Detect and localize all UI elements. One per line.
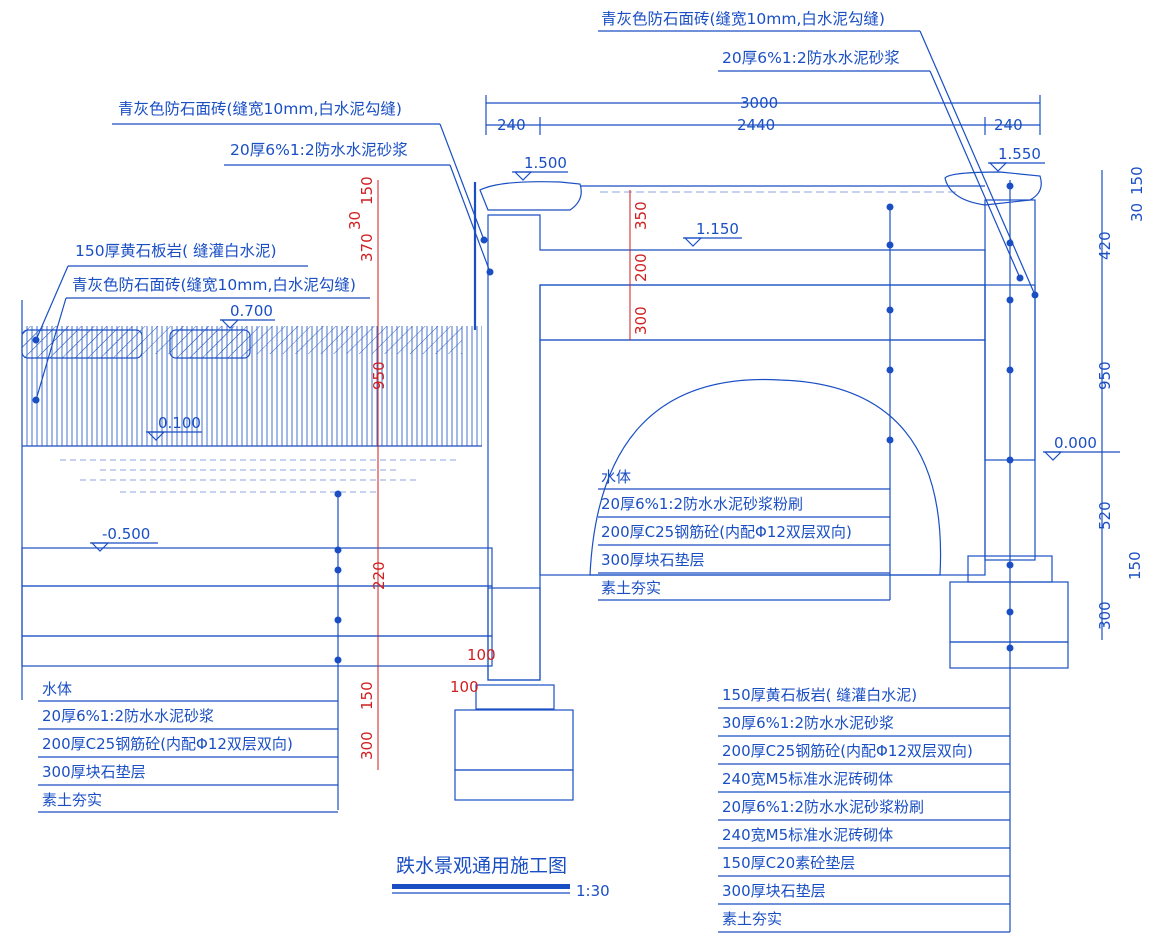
left-dimensions: 30 150 370 950 220 150 300 350 200 300 bbox=[346, 176, 650, 770]
callouts: 青灰色防石面砖(缝宽10mm,白水泥勾缝) 20厚6%1:2防水水泥砂浆 青灰色… bbox=[35, 10, 1036, 401]
legend-right-6: 150厚C20素砼垫层 bbox=[722, 854, 855, 872]
dim-left-150b: 150 bbox=[358, 681, 376, 710]
legend-left-3: 300厚块石垫层 bbox=[42, 763, 146, 781]
right-dimensions: 30 150 420 950 520 150 300 100 100 bbox=[450, 166, 1146, 696]
dim-right-150: 150 bbox=[1128, 166, 1146, 195]
dim-top-total: 3000 bbox=[740, 94, 778, 112]
dim-found-100b: 100 bbox=[450, 678, 479, 696]
elev-0000: 0.000 bbox=[1054, 434, 1097, 452]
legend-center-4: 素土夯实 bbox=[601, 579, 661, 597]
legend-center-1: 20厚6%1:2防水水泥砂浆粉刷 bbox=[601, 495, 803, 513]
dim-left-370: 370 bbox=[358, 233, 376, 262]
callout-top-left-2: 20厚6%1:2防水水泥砂浆 bbox=[230, 141, 408, 159]
callout-left-1: 150厚黄石板岩( 缝灌白水泥) bbox=[75, 242, 277, 260]
legend-right: 150厚黄石板岩( 缝灌白水泥) 30厚6%1:2防水水泥砂浆 200厚C25钢… bbox=[718, 180, 1011, 933]
dim-left-950: 950 bbox=[370, 361, 388, 390]
elev-0700: 0.700 bbox=[230, 302, 273, 320]
dim-mid-200: 200 bbox=[632, 253, 650, 282]
dim-right-950: 950 bbox=[1096, 361, 1114, 390]
dim-left-300: 300 bbox=[358, 731, 376, 760]
legend-right-1: 30厚6%1:2防水水泥砂浆 bbox=[722, 714, 894, 732]
callout-top-right-1: 青灰色防石面砖(缝宽10mm,白水泥勾缝) bbox=[601, 10, 885, 28]
legend-left: 水体 20厚6%1:2防水水泥砂浆 200厚C25钢筋砼(内配Φ12双层双向) … bbox=[38, 492, 339, 813]
dim-right-300: 300 bbox=[1096, 601, 1114, 630]
dim-right-520: 520 bbox=[1096, 501, 1114, 530]
dim-top-right: 240 bbox=[994, 116, 1023, 134]
legend-center-0: 水体 bbox=[601, 468, 631, 486]
elev-0100: 0.100 bbox=[158, 414, 201, 432]
legend-right-3: 240宽M5标准水泥砖砌体 bbox=[722, 770, 893, 788]
dim-left-30: 30 bbox=[346, 211, 364, 230]
scale-text: 1:30 bbox=[576, 882, 610, 900]
dim-mid-300: 300 bbox=[632, 306, 650, 335]
dim-top-mid: 2440 bbox=[737, 116, 775, 134]
dim-right-150b: 150 bbox=[1126, 551, 1144, 580]
dim-mid-350: 350 bbox=[632, 201, 650, 230]
top-dimensions: 3000 240 2440 240 bbox=[485, 94, 1041, 135]
legend-right-7: 300厚块石垫层 bbox=[722, 882, 826, 900]
title-text: 跌水景观通用施工图 bbox=[396, 855, 567, 877]
legend-left-4: 素土夯实 bbox=[42, 791, 102, 809]
elevation-markers: 1.500 1.550 1.150 0.700 0.100 0.000 -0.5… bbox=[90, 145, 1120, 552]
dim-left-220: 220 bbox=[370, 561, 388, 590]
dim-right-30: 30 bbox=[1128, 203, 1146, 222]
callout-left-2: 青灰色防石面砖(缝宽10mm,白水泥勾缝) bbox=[72, 276, 356, 294]
leader-dots bbox=[32, 182, 1039, 664]
legend-center: 水体 20厚6%1:2防水水泥砂浆粉刷 200厚C25钢筋砼(内配Φ12双层双向… bbox=[598, 205, 891, 601]
legend-right-0: 150厚黄石板岩( 缝灌白水泥) bbox=[722, 686, 917, 704]
dim-found-100a: 100 bbox=[467, 646, 496, 664]
legend-right-8: 素土夯实 bbox=[722, 910, 782, 928]
legend-right-2: 200厚C25钢筋砼(内配Φ12双层双向) bbox=[722, 742, 973, 760]
dim-left-150: 150 bbox=[358, 176, 376, 205]
legend-right-4: 20厚6%1:2防水水泥砂浆粉刷 bbox=[722, 798, 924, 816]
center-wall bbox=[454, 181, 986, 801]
dim-top-left: 240 bbox=[497, 116, 526, 134]
left-pool bbox=[21, 300, 493, 700]
legend-left-2: 200厚C25钢筋砼(内配Φ12双层双向) bbox=[42, 735, 293, 753]
elev-1550: 1.550 bbox=[998, 145, 1041, 163]
legend-left-1: 20厚6%1:2防水水泥砂浆 bbox=[42, 707, 214, 725]
legend-center-3: 300厚块石垫层 bbox=[601, 551, 705, 569]
callout-top-left-1: 青灰色防石面砖(缝宽10mm,白水泥勾缝) bbox=[118, 100, 402, 118]
legend-center-2: 200厚C25钢筋砼(内配Φ12双层双向) bbox=[601, 523, 852, 541]
drawing-title: 跌水景观通用施工图 1:30 bbox=[392, 855, 610, 900]
elev-1150: 1.150 bbox=[696, 220, 739, 238]
callout-top-right-2: 20厚6%1:2防水水泥砂浆 bbox=[722, 49, 900, 67]
legend-right-5: 240宽M5标准水泥砖砌体 bbox=[722, 826, 893, 844]
legend-left-0: 水体 bbox=[42, 680, 72, 698]
elev-m0500: -0.500 bbox=[102, 525, 150, 543]
dim-right-420: 420 bbox=[1096, 231, 1114, 260]
elev-1500: 1.500 bbox=[524, 154, 567, 172]
